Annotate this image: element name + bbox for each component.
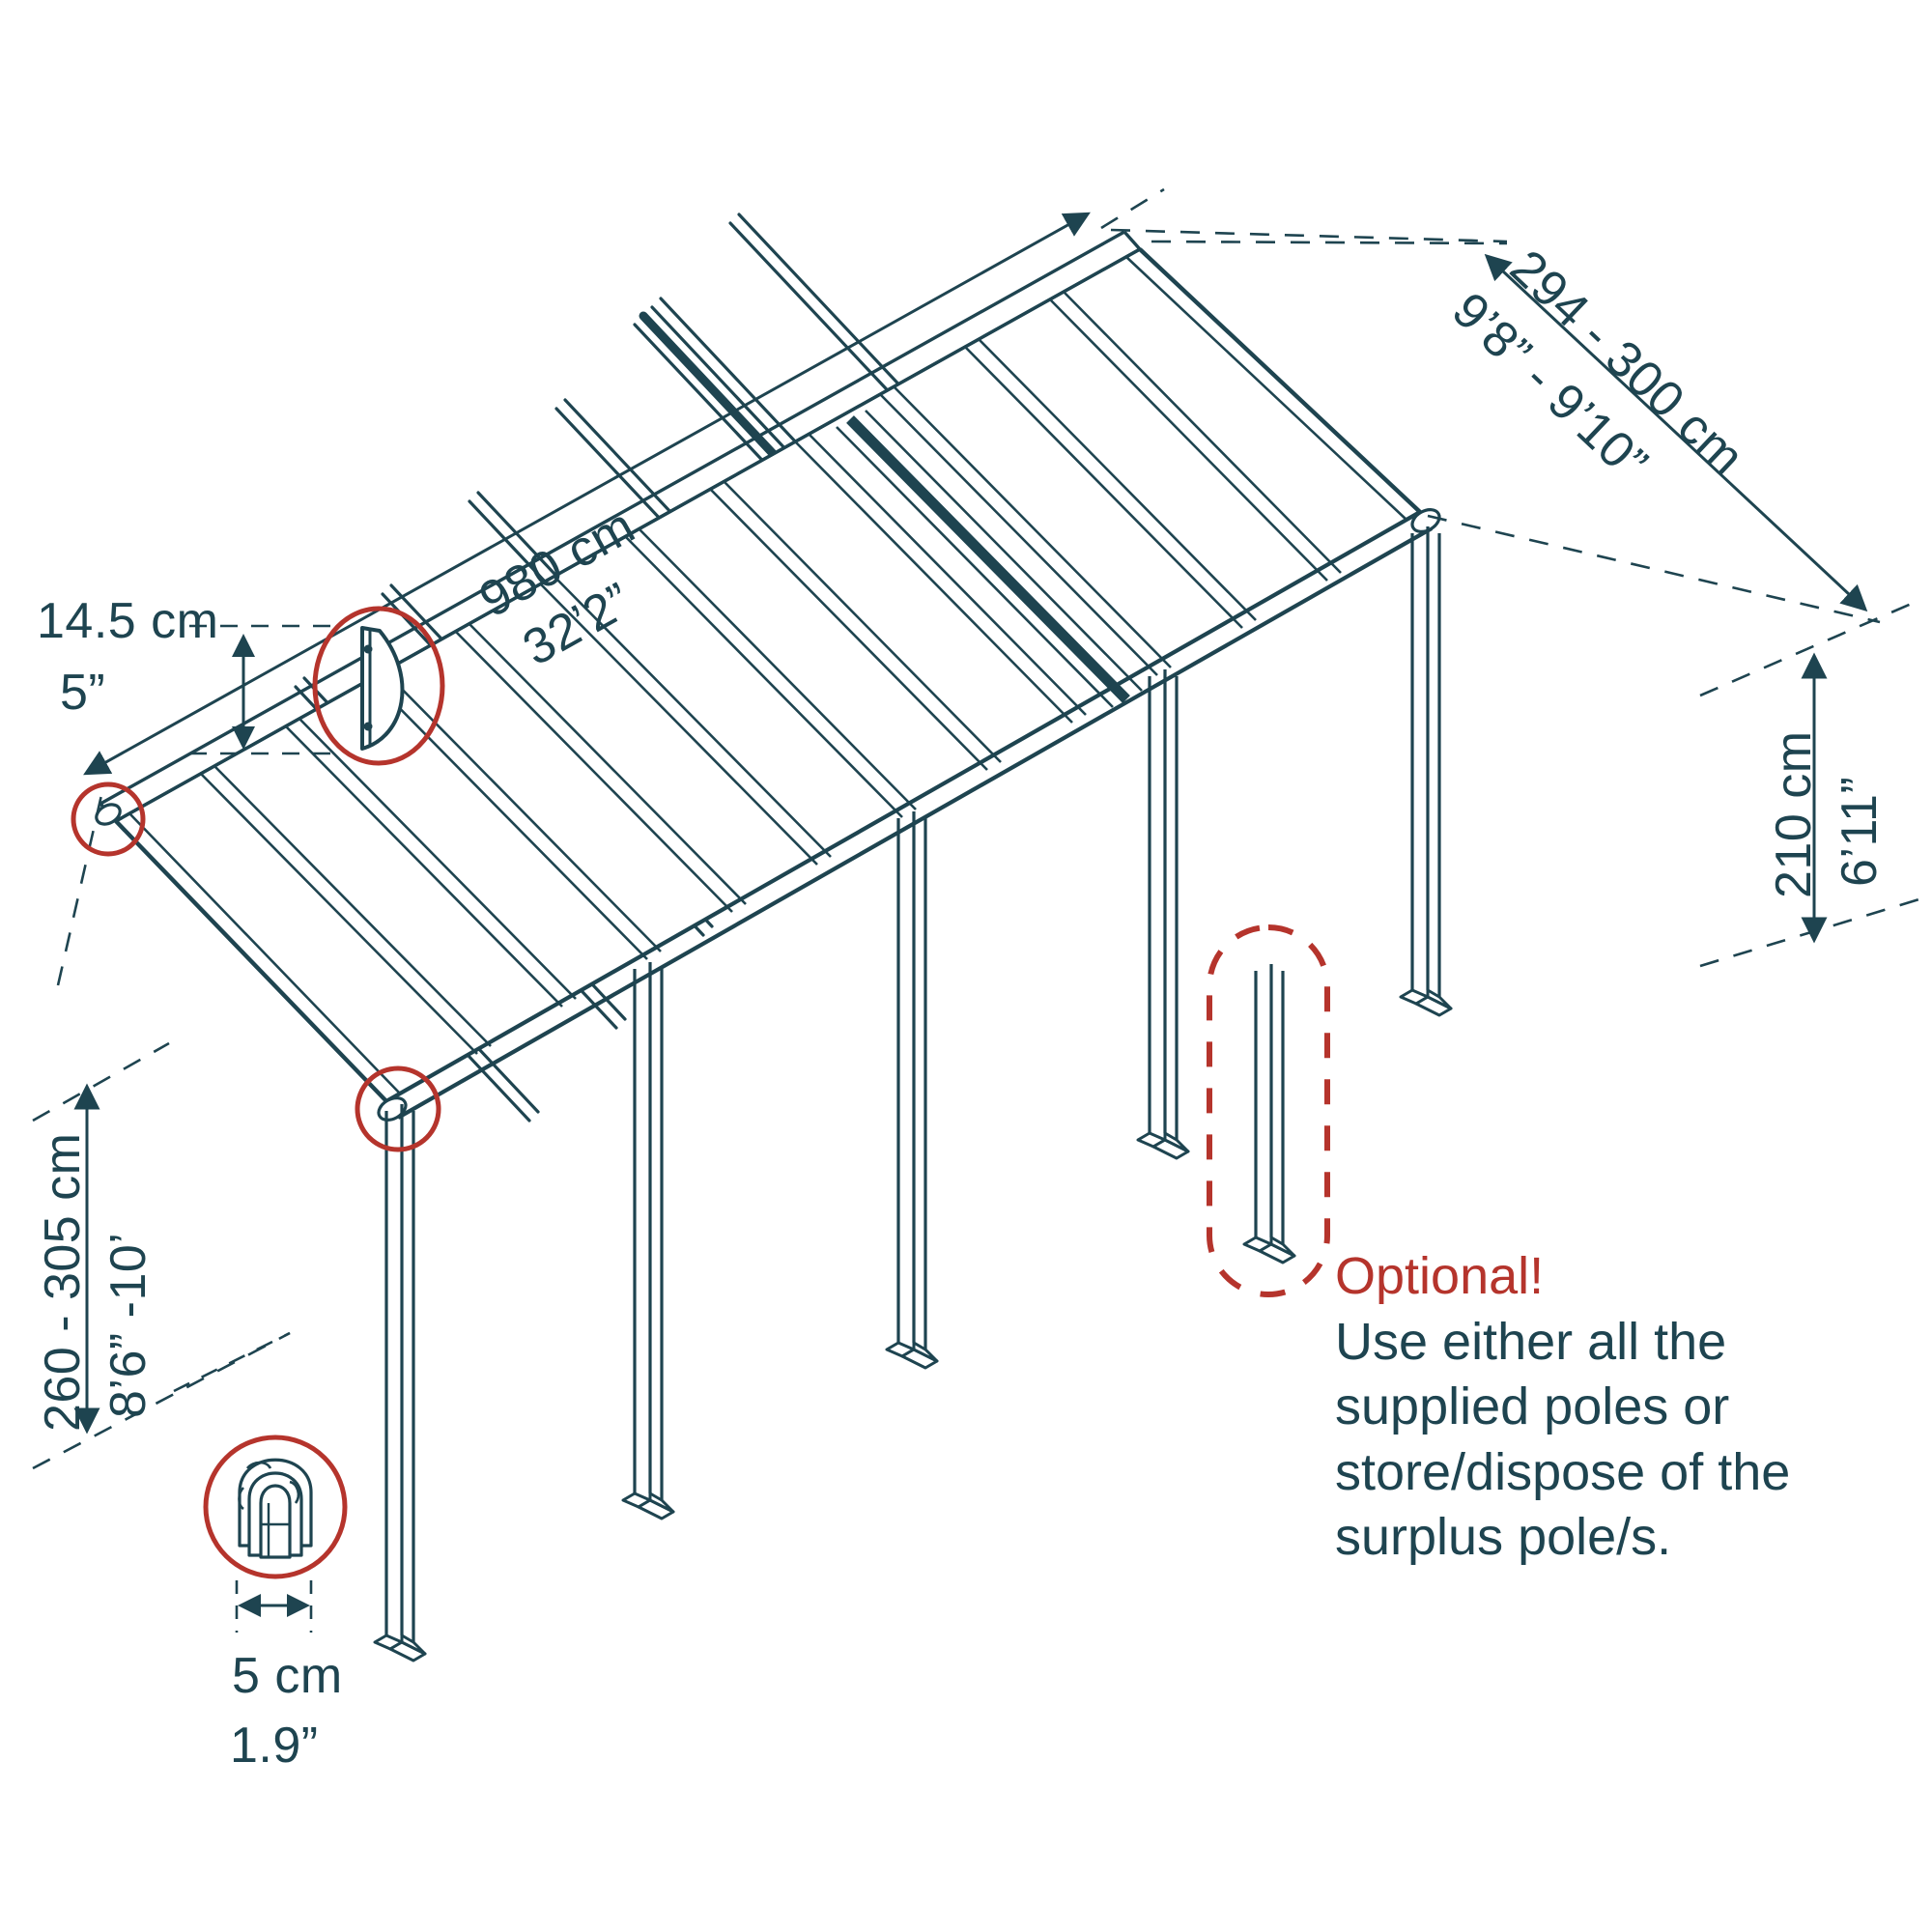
roof-corner-callout	[71, 781, 146, 857]
dim-front-height-metric: 210 cm	[1766, 730, 1822, 898]
dim-wall-height-imperial: 8’6” -10’	[100, 1232, 156, 1418]
optional-note-heading: Optional!	[1335, 1247, 1545, 1305]
post-profile-callout	[173, 1331, 348, 1633]
dim-post-width-imperial: 1.9”	[230, 1718, 319, 1774]
beam-profile-callout	[189, 606, 445, 766]
dim-front-height-imperial: 6’11”	[1832, 776, 1888, 887]
dim-profile-height-imperial: 5”	[60, 665, 106, 721]
dim-post-width-metric: 5 cm	[232, 1648, 343, 1704]
dim-profile-height-metric: 14.5 cm	[37, 593, 219, 649]
optional-pole-highlight	[1207, 924, 1330, 1297]
dim-wall-height-metric: 260 - 305 cm	[35, 1132, 91, 1433]
optional-note: Optional! Use either all the supplied po…	[1335, 1244, 1837, 1571]
optional-note-line-2: supplied poles or	[1335, 1378, 1730, 1435]
optional-note-line-4: surplus pole/s.	[1335, 1508, 1672, 1566]
optional-note-line-3: store/dispose of the	[1335, 1442, 1791, 1501]
optional-note-line-1: Use either all the	[1335, 1312, 1727, 1371]
post-beam-junction-callout	[355, 1065, 441, 1152]
